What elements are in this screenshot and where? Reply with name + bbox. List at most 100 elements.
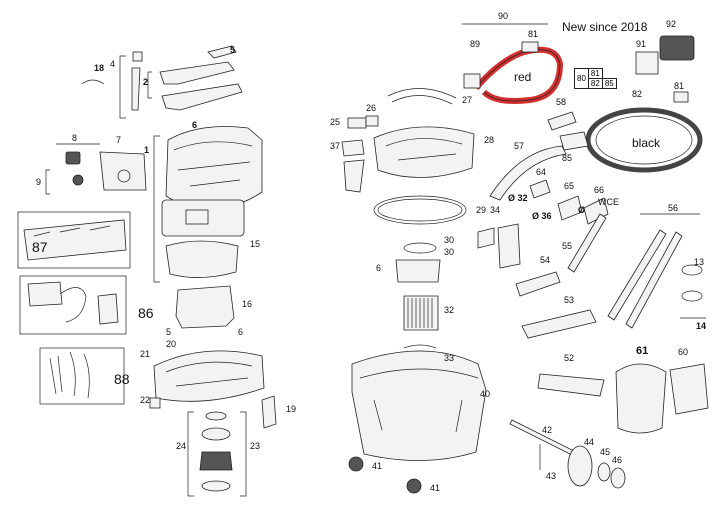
- label-89: 89: [470, 39, 481, 49]
- label-4: 4: [110, 59, 116, 69]
- part-cap-46: [610, 467, 626, 489]
- label-29: 29: [476, 205, 487, 215]
- turbine-detail: [165, 361, 253, 387]
- part-handle: [159, 61, 235, 85]
- head-detail: [173, 141, 253, 187]
- hose-red-outline: [475, 49, 561, 102]
- part-filter-bag-61: [615, 363, 667, 434]
- label-6b: 6: [238, 327, 244, 337]
- part-foam-19: [261, 395, 277, 429]
- label-43: 43: [546, 471, 557, 481]
- rating-plate: [185, 209, 209, 225]
- label-wce: WCE: [598, 197, 619, 207]
- panel-dial: [117, 169, 131, 183]
- label-2: 2: [143, 77, 149, 87]
- part-cuff-81b: [673, 91, 689, 103]
- part-clip-34: [477, 227, 495, 249]
- part-clamp-27: [387, 88, 457, 105]
- label-53: 53: [564, 295, 575, 305]
- part-brush-92: [659, 35, 695, 61]
- table-cell-85: 85: [601, 78, 617, 89]
- part-crevice-55: [567, 213, 607, 273]
- part-ring-30: [403, 242, 437, 254]
- box-88: [39, 347, 125, 405]
- part-adapter-91: [635, 51, 659, 75]
- label-92: 92: [666, 19, 677, 29]
- part-filter-plate: [165, 240, 239, 278]
- label-55: 55: [562, 241, 573, 251]
- part-fan: [199, 451, 233, 471]
- part-seal-22: [149, 397, 161, 409]
- bracket-2: [147, 71, 152, 99]
- label-33: 33: [444, 353, 455, 363]
- label-1: 1: [144, 145, 150, 155]
- label-13: 13: [694, 257, 705, 267]
- part-dust-bag-60: [669, 363, 709, 415]
- part-gasket-29-inner: [377, 198, 463, 222]
- label-88: 88: [114, 371, 130, 387]
- part-adapter-65: [557, 195, 583, 221]
- label-57: 57: [514, 141, 525, 151]
- part-socket: [97, 293, 119, 325]
- label-58: 58: [556, 97, 567, 107]
- label-42: 42: [542, 425, 553, 435]
- label-90: 90: [498, 11, 509, 21]
- label-18: 18: [94, 63, 105, 73]
- part-gasket-29: [373, 195, 467, 225]
- label-30a: 30: [444, 235, 455, 245]
- part-ring: [205, 411, 227, 421]
- part-clip: [132, 51, 143, 62]
- label-81b: 81: [674, 81, 685, 91]
- part-floor-nozzle-53: [521, 309, 597, 339]
- label-65: 65: [564, 181, 575, 191]
- part-tank: [351, 350, 487, 461]
- label-25: 25: [330, 117, 341, 127]
- label-16: 16: [242, 299, 253, 309]
- label-91: 91: [636, 39, 647, 49]
- label-45: 45: [600, 447, 611, 457]
- part-filter-lid: [373, 126, 475, 178]
- label-37: 37: [330, 141, 341, 151]
- part-pcb: [23, 219, 127, 261]
- label-28: 28: [484, 135, 495, 145]
- part-handle-top: [207, 45, 237, 59]
- label-40: 40: [480, 389, 491, 399]
- part-turbine-housing: [153, 350, 265, 402]
- label-60: 60: [678, 347, 689, 357]
- label-6c: 6: [376, 263, 382, 273]
- label-14: 14: [696, 321, 707, 331]
- label-9: 9: [36, 177, 42, 187]
- bracket-9: [45, 169, 50, 195]
- label-56: 56: [668, 203, 679, 213]
- box-86: [19, 275, 127, 335]
- part-bracket-34b: [497, 223, 521, 269]
- part-cartridge-filter: [403, 295, 439, 331]
- part-castor-a: [348, 456, 364, 472]
- part-lower-ring: [201, 480, 231, 492]
- label-15: 15: [250, 239, 261, 249]
- hose-black-label: black: [632, 136, 661, 150]
- label-46: 46: [612, 455, 623, 465]
- table-cell-81: 81: [587, 68, 603, 79]
- label-19: 19: [286, 404, 297, 414]
- label-32: 32: [444, 305, 455, 315]
- label-87: 87: [32, 239, 48, 255]
- part-strap: [131, 67, 141, 111]
- label-41b: 41: [430, 483, 441, 493]
- label-61: 61: [636, 345, 649, 357]
- label-86: 86: [138, 305, 154, 321]
- part-castor-b: [406, 478, 422, 494]
- label-82: 82: [632, 89, 643, 99]
- label-5a: 5: [230, 45, 236, 55]
- label-27: 27: [462, 95, 473, 105]
- bracket-24: [187, 411, 194, 497]
- label-8: 8: [72, 133, 78, 143]
- part-latch-25: [347, 117, 367, 129]
- part-wand-57: [489, 145, 567, 201]
- label-d36: Ø 36: [532, 211, 552, 221]
- part-upper-housing: [175, 285, 235, 329]
- hose-red-label: red: [514, 70, 532, 84]
- label-20: 20: [166, 339, 177, 349]
